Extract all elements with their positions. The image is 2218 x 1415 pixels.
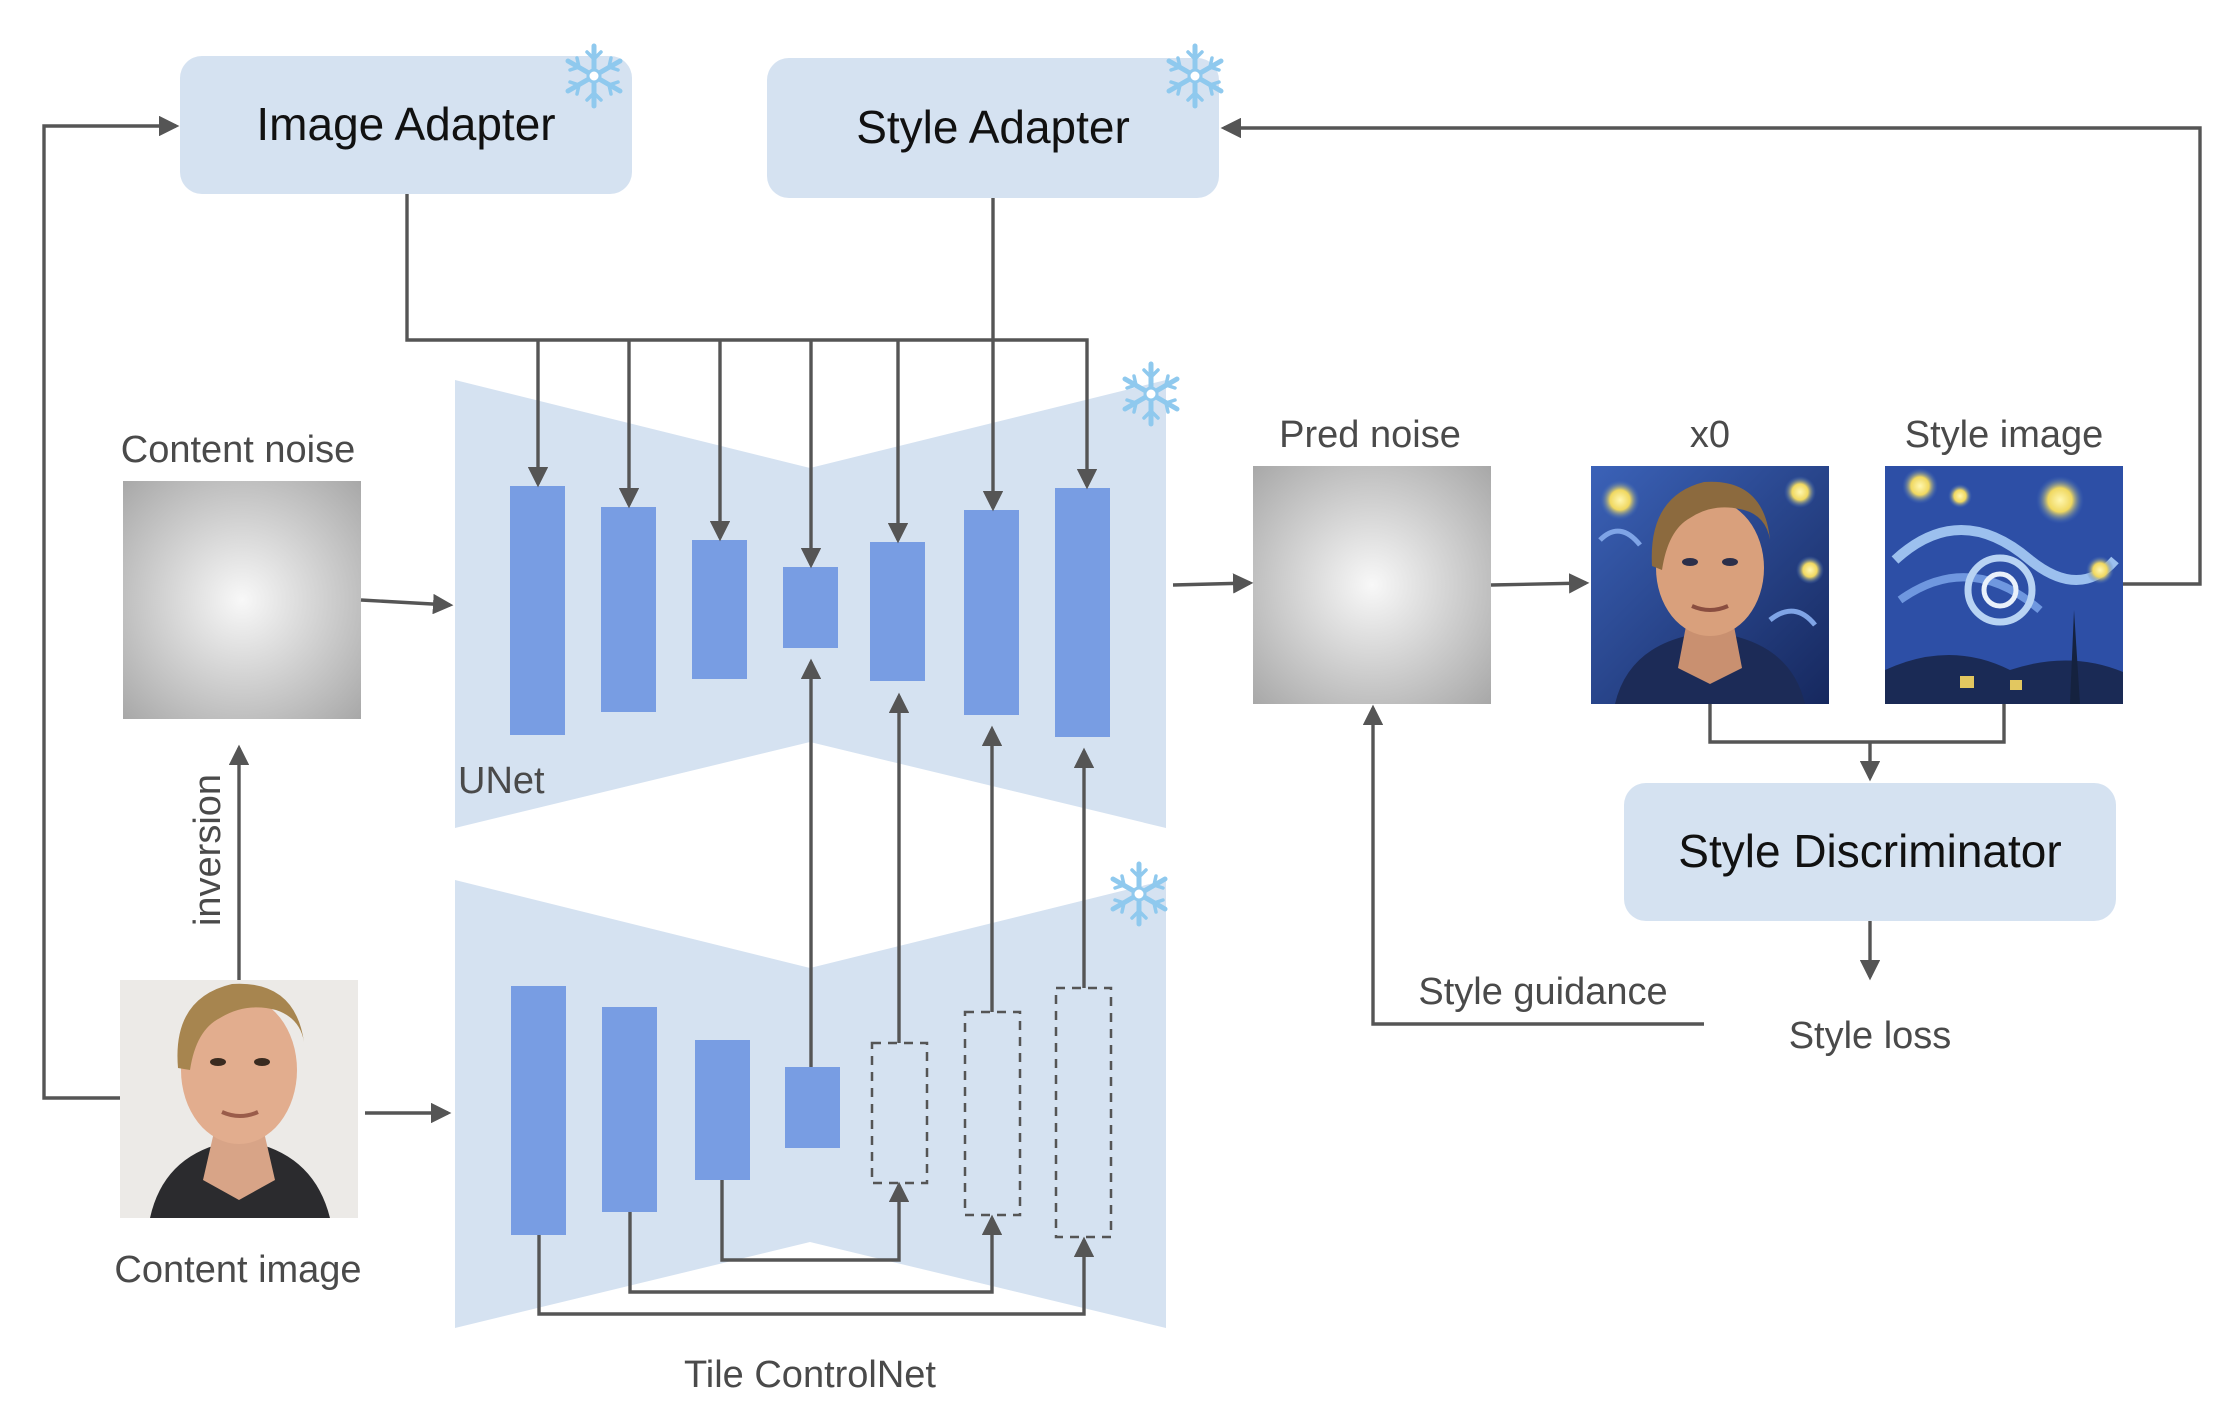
style-to-adapter-line — [1220, 117, 2202, 586]
skip-connection — [720, 1180, 910, 1262]
content-image-label: Content image — [114, 1249, 361, 1291]
pred-noise-label: Pred noise — [1279, 414, 1461, 456]
portrait-photo — [120, 980, 358, 1218]
unet-block — [870, 542, 925, 681]
controlnet-block-dashed — [1054, 986, 1113, 1239]
content-noise-label: Content noise — [121, 429, 356, 471]
style-loss-label: Style loss — [1789, 1015, 1952, 1057]
style-adapter-box — [767, 58, 1219, 198]
style-guidance-arrow — [1362, 704, 1704, 1026]
style-adapter-label: Style Adapter — [856, 101, 1130, 153]
x0-label: x0 — [1690, 414, 1730, 456]
noise-to-unet-arrow — [360, 593, 454, 615]
merge-line — [1708, 704, 2006, 744]
pred-noise-image — [1253, 466, 1491, 704]
tile-controlnet-label: Tile ControlNet — [684, 1354, 936, 1396]
style-discriminator-label: Style Discriminator — [1678, 825, 2061, 877]
unet-to-pred-arrow — [1172, 573, 1254, 594]
style-guidance-label: Style guidance — [1418, 971, 1667, 1013]
controlnet-block — [695, 1040, 750, 1180]
inversion-label: inversion — [187, 774, 229, 926]
content-to-adapter-line — [42, 115, 180, 1100]
starry-night-painting — [1885, 466, 2123, 704]
stylized-portrait — [1591, 466, 1829, 704]
skip-connection — [628, 1212, 1003, 1294]
unet-block — [964, 510, 1019, 715]
unet-block — [1055, 488, 1110, 737]
skip-connection — [537, 1235, 1095, 1316]
adapter-feed-line — [405, 194, 1098, 490]
controlnet-block — [785, 1067, 840, 1148]
image-adapter-box — [180, 56, 632, 194]
style-discriminator-box — [1624, 783, 2116, 921]
style-image-label: Style image — [1905, 414, 2104, 456]
content-noise-image — [123, 481, 361, 719]
controlnet-block-dashed — [870, 1041, 929, 1185]
unet-block — [510, 486, 565, 735]
unet-block — [692, 540, 747, 679]
pred-to-x0-arrow — [1490, 573, 1590, 594]
unet-label: UNet — [458, 760, 545, 802]
controlnet-block — [511, 986, 566, 1235]
unet-block — [601, 507, 656, 712]
controlnet-block — [602, 1007, 657, 1212]
unet-block — [783, 567, 838, 648]
image-adapter-label: Image Adapter — [256, 98, 555, 150]
